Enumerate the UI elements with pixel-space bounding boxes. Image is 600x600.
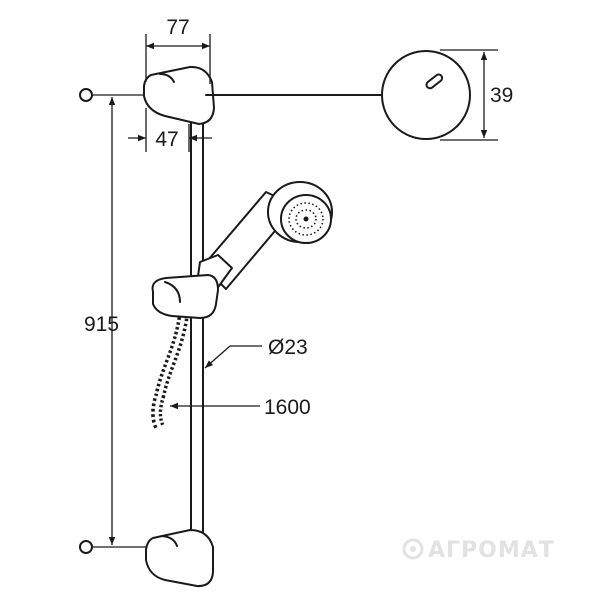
watermark: АГРОМАТ	[402, 538, 555, 563]
height-dimension	[440, 49, 498, 141]
slide-rail	[190, 119, 204, 546]
bracket-width-label: 77	[166, 16, 189, 39]
slider-holder	[151, 254, 233, 319]
rail-offset-label: 47	[155, 128, 178, 151]
rail-offset-dimension	[128, 108, 212, 152]
diameter-label: Ø23	[268, 336, 308, 359]
rail-length-label: 915	[84, 313, 119, 336]
bottom-wall-bracket	[145, 529, 214, 588]
bottom-wall-mount-mark	[79, 540, 150, 554]
hose-length-label: 1600	[264, 396, 311, 419]
top-wall-bracket	[143, 65, 215, 125]
shower-hose	[151, 317, 189, 431]
watermark-text: АГРОМАТ	[428, 538, 555, 563]
top-wall-mount-mark	[79, 88, 145, 102]
height-label: 39	[490, 84, 513, 107]
diameter-leader	[204, 345, 262, 369]
end-view-cap	[381, 50, 471, 140]
bracket-width-dimension	[145, 34, 211, 84]
